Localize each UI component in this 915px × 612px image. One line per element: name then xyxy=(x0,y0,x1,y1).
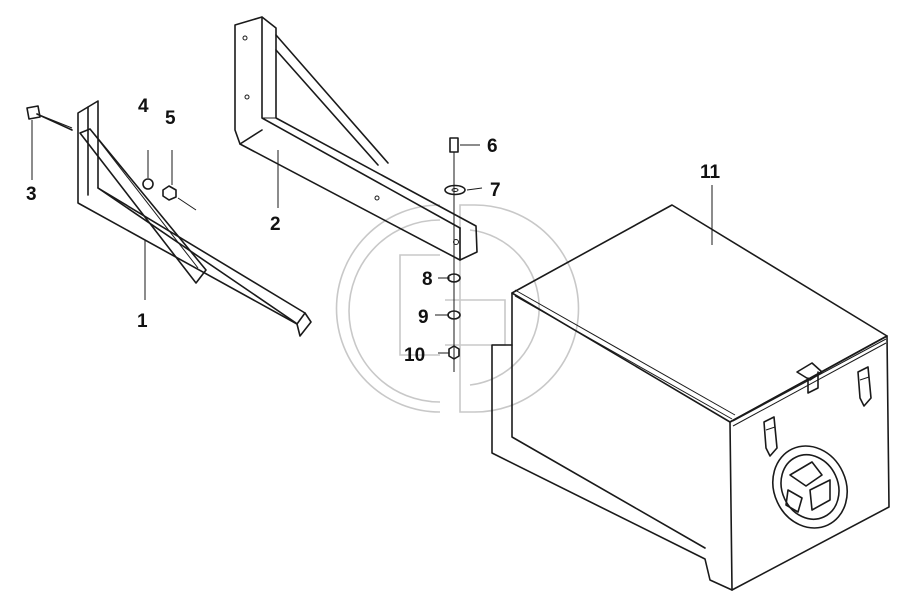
nut-5 xyxy=(162,150,197,211)
circular-logo-watermark xyxy=(335,204,580,413)
callout-4: 4 xyxy=(138,96,149,117)
callout-6: 6 xyxy=(487,136,498,157)
callout-11: 11 xyxy=(700,162,721,183)
bracket-lower xyxy=(77,100,312,337)
callout-9: 9 xyxy=(418,307,429,328)
callout-3: 3 xyxy=(26,184,37,205)
bolt-6 xyxy=(449,137,480,372)
washer-4 xyxy=(142,150,154,190)
callout-7: 7 xyxy=(490,180,501,201)
tool-box xyxy=(491,204,890,591)
bracket-upper xyxy=(234,16,478,261)
callout-10: 10 xyxy=(404,345,425,366)
callout-5: 5 xyxy=(165,108,176,129)
leader-lines xyxy=(31,120,713,354)
round-brand-emblem xyxy=(772,445,848,529)
nut-10 xyxy=(448,345,460,360)
washer-7 xyxy=(444,184,483,196)
callout-2: 2 xyxy=(270,214,281,235)
bolt-3 xyxy=(26,105,73,131)
callout-1: 1 xyxy=(137,311,148,332)
callout-8: 8 xyxy=(422,269,433,290)
